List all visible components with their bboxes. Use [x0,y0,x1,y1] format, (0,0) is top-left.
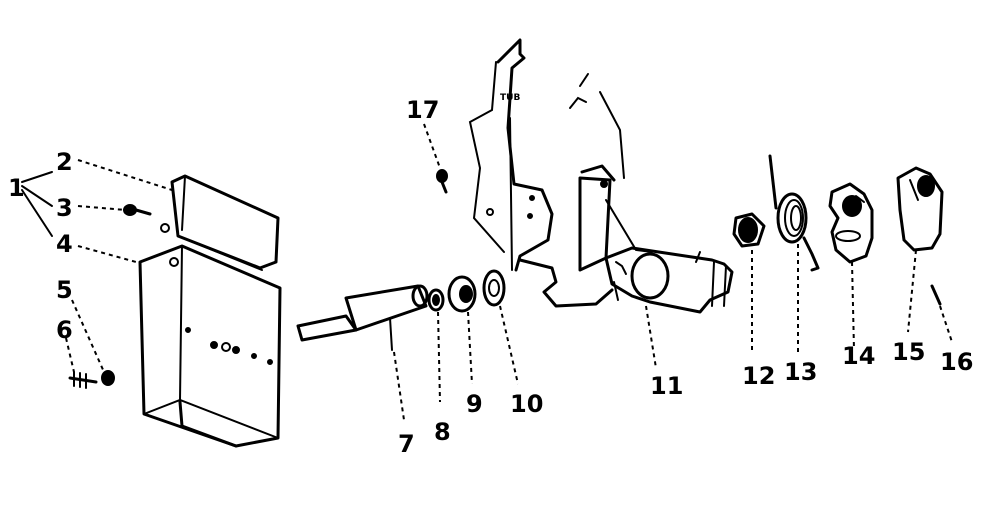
callout-10: 10 [510,390,543,418]
part-lever-15 [896,166,944,252]
callout-13: 13 [784,358,817,386]
part-bushing-9 [447,275,477,313]
callout-9: 9 [466,390,483,418]
part-bracket-11 [518,164,734,314]
part-screw-6 [68,371,98,389]
part-spring-13 [768,154,820,272]
callout-5: 5 [56,276,73,304]
callout-14: 14 [842,342,875,370]
callout-15: 15 [892,338,925,366]
part-shaft [296,284,429,351]
callout-1: 1 [8,174,25,202]
leader-lines [21,123,953,421]
callout-17: 17 [406,96,439,124]
callout-11: 11 [650,372,683,400]
part-screw-17 [436,169,448,194]
part-pin-16 [930,284,942,306]
callout-8: 8 [434,418,451,446]
part-nut-5 [101,370,115,386]
callout-7: 7 [398,430,415,458]
part-washer-8 [427,288,445,312]
part-housing-box [138,244,282,448]
callout-labels: 1 2 3 4 5 6 7 8 9 10 11 12 13 14 15 16 1… [8,96,973,458]
callout-16: 16 [940,348,973,376]
callout-12: 12 [742,362,775,390]
part-screw-3 [123,204,152,216]
callout-2: 2 [56,148,73,176]
callout-4: 4 [56,230,73,258]
plate-marking: TUB [500,93,520,103]
part-cover-plate [160,174,280,271]
part-bushing-12 [732,212,766,248]
callout-6: 6 [56,316,73,344]
part-cam-14 [828,182,874,264]
callout-3: 3 [56,194,73,222]
part-ring-10 [482,269,506,307]
part-mounting-plate: TUB [468,38,625,272]
